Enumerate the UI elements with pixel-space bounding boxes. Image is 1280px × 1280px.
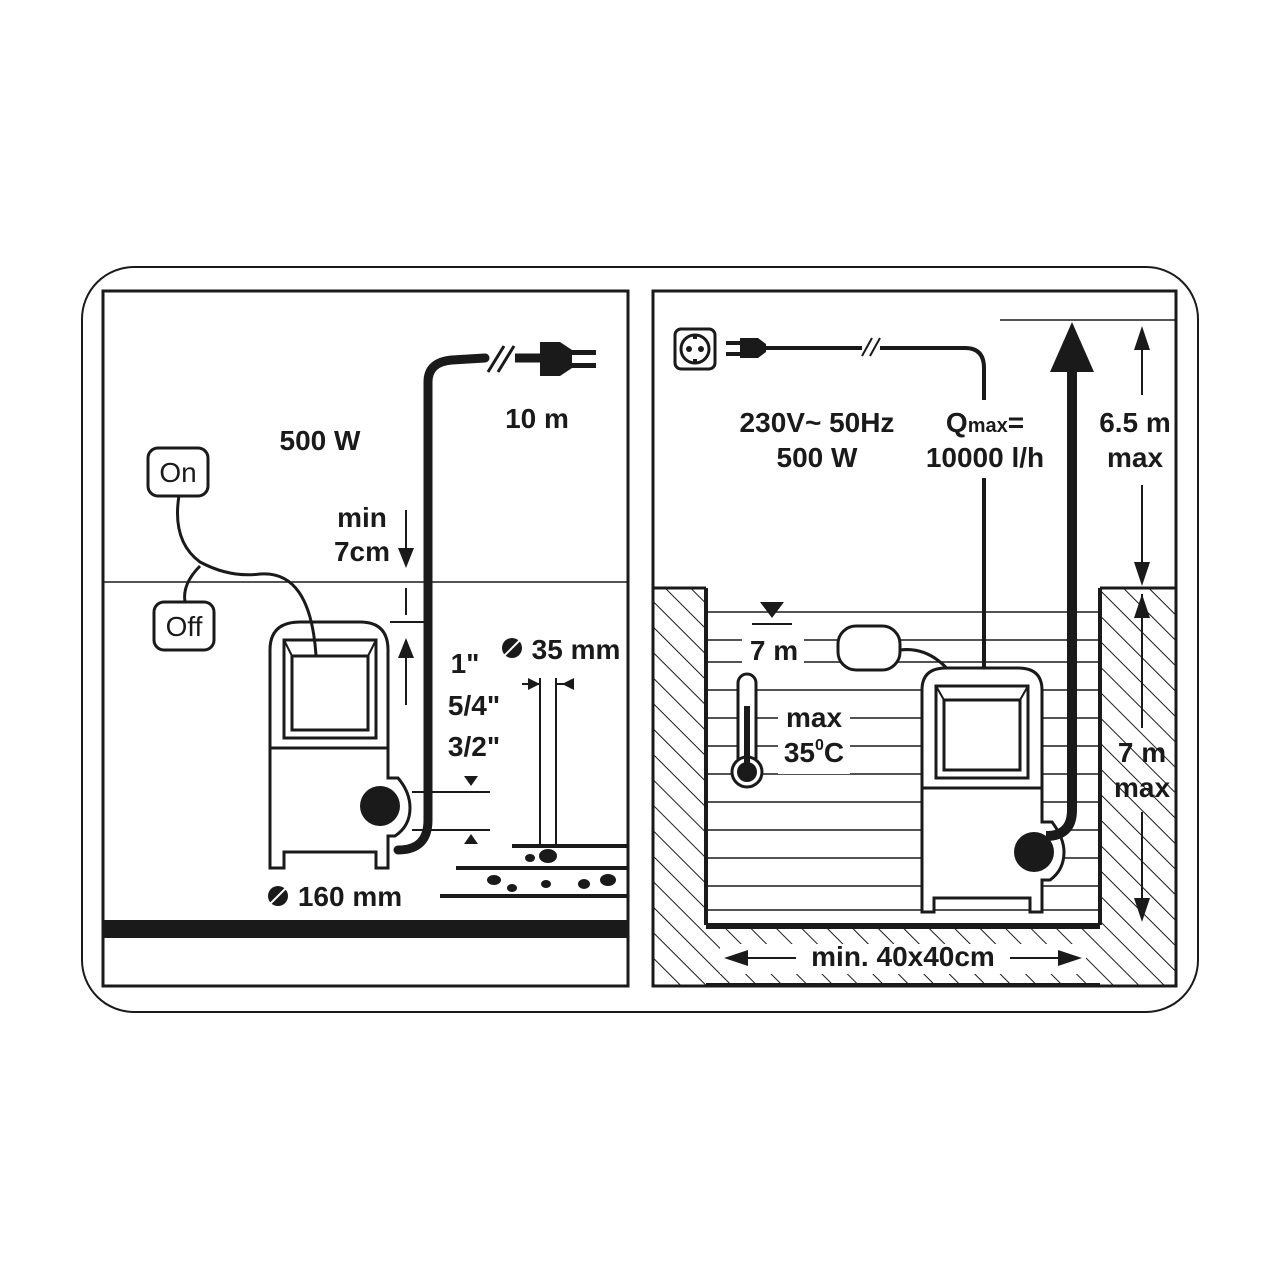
socket-icon bbox=[673, 327, 717, 371]
diameter-icon bbox=[267, 885, 289, 907]
depth-value: 7 m bbox=[1118, 737, 1166, 768]
particle-size: 35 mm bbox=[532, 634, 621, 665]
temperature-value: 350C bbox=[784, 737, 844, 768]
switch-off: Off bbox=[152, 600, 216, 652]
outlet-size-1: 1" bbox=[451, 648, 480, 679]
floor-bar bbox=[103, 920, 628, 938]
thermometer-icon bbox=[730, 672, 764, 789]
discharge-pipe bbox=[1045, 360, 1077, 841]
cable-length: 10 m bbox=[505, 403, 569, 434]
plug-icon bbox=[540, 342, 596, 376]
flow-label: Qmax= bbox=[946, 407, 1024, 438]
switch-on: On bbox=[146, 446, 210, 498]
water-level-icon bbox=[760, 602, 784, 618]
up-arrow-icon bbox=[1050, 322, 1094, 372]
pump-right bbox=[920, 666, 1066, 914]
float-cable bbox=[176, 489, 318, 656]
outlet-size-3: 3/2" bbox=[448, 731, 500, 762]
flow-value: 10000 l/h bbox=[926, 442, 1044, 473]
power-rating-right: 500 W bbox=[777, 442, 858, 473]
gravel-icon bbox=[487, 849, 616, 892]
outlet-size-2: 5/4" bbox=[448, 690, 500, 721]
switch-off-label: Off bbox=[166, 611, 203, 642]
right-panel: 230V~ 50Hz 500 W Qmax= 10000 l/h 6.5 m m… bbox=[651, 289, 1178, 988]
min-label: min bbox=[337, 502, 387, 533]
min-value: 7cm bbox=[334, 536, 390, 567]
left-panel: On Off bbox=[101, 289, 630, 988]
immersion-depth: 7 m bbox=[750, 635, 798, 666]
discharge-hose bbox=[393, 353, 490, 855]
shaft-min-size: min. 40x40cm bbox=[811, 941, 995, 972]
voltage-rating: 230V~ 50Hz bbox=[740, 407, 895, 438]
left-panel-frame bbox=[101, 289, 630, 988]
right-panel-frame bbox=[651, 289, 1178, 988]
depth-max: max bbox=[1114, 772, 1170, 803]
label-border bbox=[81, 266, 1199, 1013]
temperature-max: max bbox=[786, 702, 842, 733]
pump-diameter: 160 mm bbox=[298, 881, 402, 912]
lift-height-value: 6.5 m bbox=[1099, 407, 1171, 438]
plug-icon bbox=[726, 338, 766, 358]
power-rating: 500 W bbox=[280, 425, 361, 456]
diameter-icon bbox=[501, 637, 523, 659]
float-switch bbox=[836, 624, 968, 698]
switch-on-label: On bbox=[159, 457, 196, 488]
lift-height-max: max bbox=[1107, 442, 1163, 473]
pump-left bbox=[268, 620, 412, 870]
